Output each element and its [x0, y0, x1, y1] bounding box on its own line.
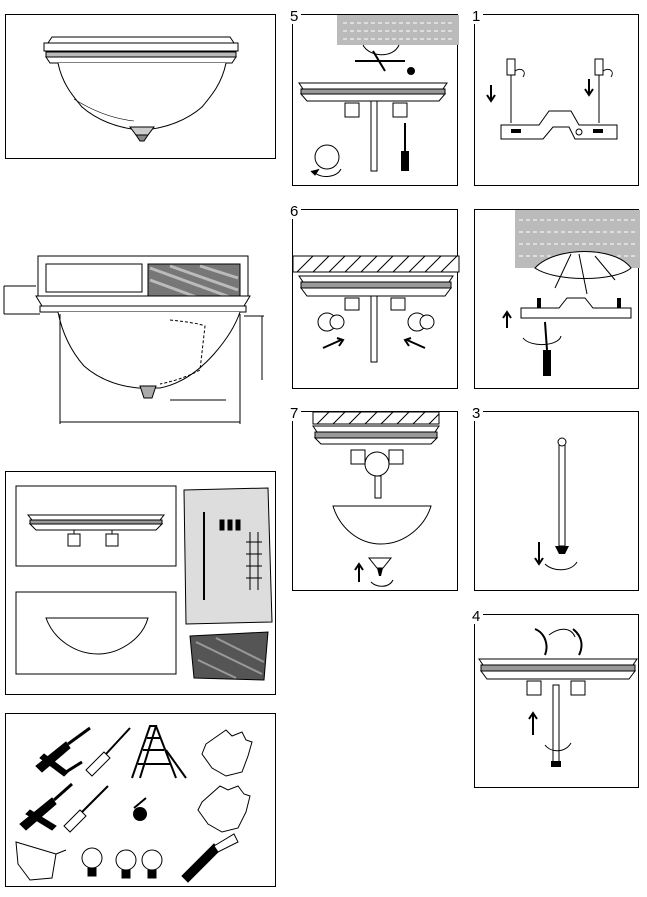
mounting-bracket-icon: [500, 110, 618, 140]
pliers-icon: [19, 782, 73, 831]
mounting-bracket-icon: [520, 297, 632, 319]
finial-icon: [367, 557, 393, 576]
glove-icon: [201, 729, 253, 777]
tools-panel: [5, 713, 276, 887]
light-bulb-icon: [81, 847, 103, 877]
screw-icon: [486, 58, 525, 123]
wire-nut-icon: [133, 797, 147, 821]
glass-bowl-icon: [332, 505, 432, 545]
screwdriver-icon: [401, 123, 409, 171]
step-number: 7: [287, 406, 302, 421]
step-4-panel: 4: [469, 609, 639, 788]
step-3-panel: 3: [469, 406, 639, 591]
wire-stripper-icon: [181, 833, 239, 883]
step-number: 1: [469, 9, 484, 24]
rod-icon: [551, 684, 561, 767]
step-number: 4: [469, 609, 484, 624]
step-number: 6: [287, 204, 302, 219]
light-bulb-icon: [407, 312, 435, 332]
safety-glasses-icon: [15, 841, 67, 881]
screw-icon: [584, 58, 613, 123]
step-number: 5: [287, 9, 302, 24]
ceiling-fixture-icon: [43, 36, 239, 142]
screwdriver-icon: [85, 727, 131, 777]
dimension-drawing: [0, 250, 270, 430]
light-bulb-icon: [141, 849, 163, 879]
step-2-panel: [474, 209, 640, 389]
step-1-panel: 1: [469, 9, 639, 186]
mounting-bracket-icon: [355, 44, 415, 75]
ladder-icon: [131, 725, 187, 779]
glass-bowl-icon: [45, 617, 149, 655]
light-bulb-icon: [115, 849, 137, 879]
pliers-icon: [35, 726, 91, 777]
fixture-overview-panel: [5, 14, 276, 159]
step-number: 3: [469, 406, 484, 421]
rod-icon: [370, 100, 378, 172]
light-bulb-icon: [317, 312, 345, 332]
glove-icon: [197, 785, 251, 833]
step-6-panel: 6: [287, 204, 460, 389]
package-contents-panel: [5, 471, 276, 695]
screwdriver-icon: [543, 321, 551, 376]
step-7-panel: 7: [287, 406, 458, 591]
light-bulb-icon: [350, 449, 404, 477]
step-5-panel: 5: [287, 9, 459, 186]
rod-icon: [555, 437, 569, 554]
canopy-icon: [26, 514, 166, 547]
screwdriver-icon: [63, 785, 109, 833]
